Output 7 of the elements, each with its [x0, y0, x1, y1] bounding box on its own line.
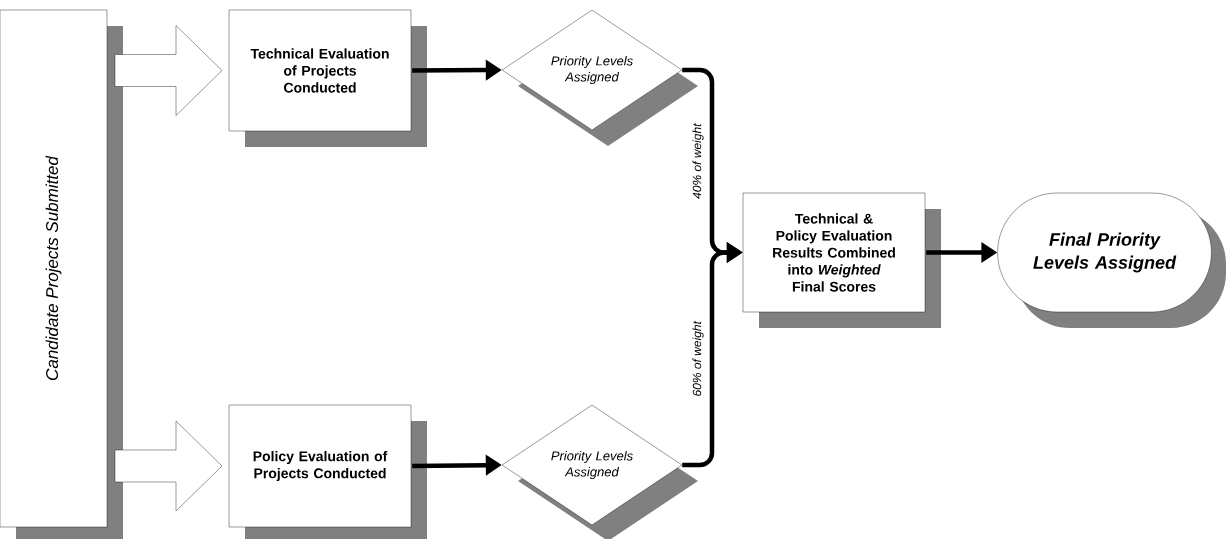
process-box: Policy Evaluation of Projects Conducted — [228, 404, 427, 539]
edge-label: 60% of weight — [691, 320, 705, 398]
process-box: Technical & Policy Evaluation Results Combined into Weighted Final Scores — [742, 192, 941, 328]
process-box: Technical Evaluation of Projects Conducted — [228, 9, 427, 147]
block-arrow — [114, 25, 223, 116]
block-arrow — [114, 420, 223, 512]
process-box: Candidate Projects Submitted — [0, 9, 123, 539]
